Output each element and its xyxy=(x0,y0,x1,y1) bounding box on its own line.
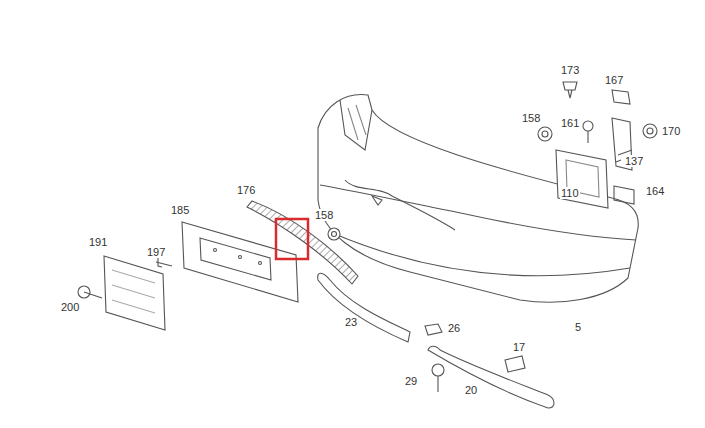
callout-number: 158 xyxy=(521,112,541,124)
callout-number: 110 xyxy=(560,187,580,199)
callout-number: 158 xyxy=(314,209,334,221)
callout-number: 191 xyxy=(88,236,108,248)
callout-number: 17 xyxy=(512,341,526,353)
callout-number: 167 xyxy=(604,74,624,86)
highlight-frame xyxy=(276,219,308,259)
callout-number: 29 xyxy=(404,375,418,387)
callout-number: 161 xyxy=(560,117,580,129)
callout-number: 26 xyxy=(447,322,461,334)
callout-number: 170 xyxy=(661,125,681,137)
callout-number: 164 xyxy=(645,185,665,197)
callout-number: 20 xyxy=(464,384,478,396)
callout-number: 137 xyxy=(624,155,644,167)
callout-number: 185 xyxy=(170,204,190,216)
callout-number: 197 xyxy=(146,246,166,258)
callout-number: 23 xyxy=(344,316,358,328)
callout-number: 173 xyxy=(560,64,580,76)
callout-number: 176 xyxy=(236,184,256,196)
callout-number: 5 xyxy=(574,321,582,333)
callout-number: 200 xyxy=(60,301,80,313)
